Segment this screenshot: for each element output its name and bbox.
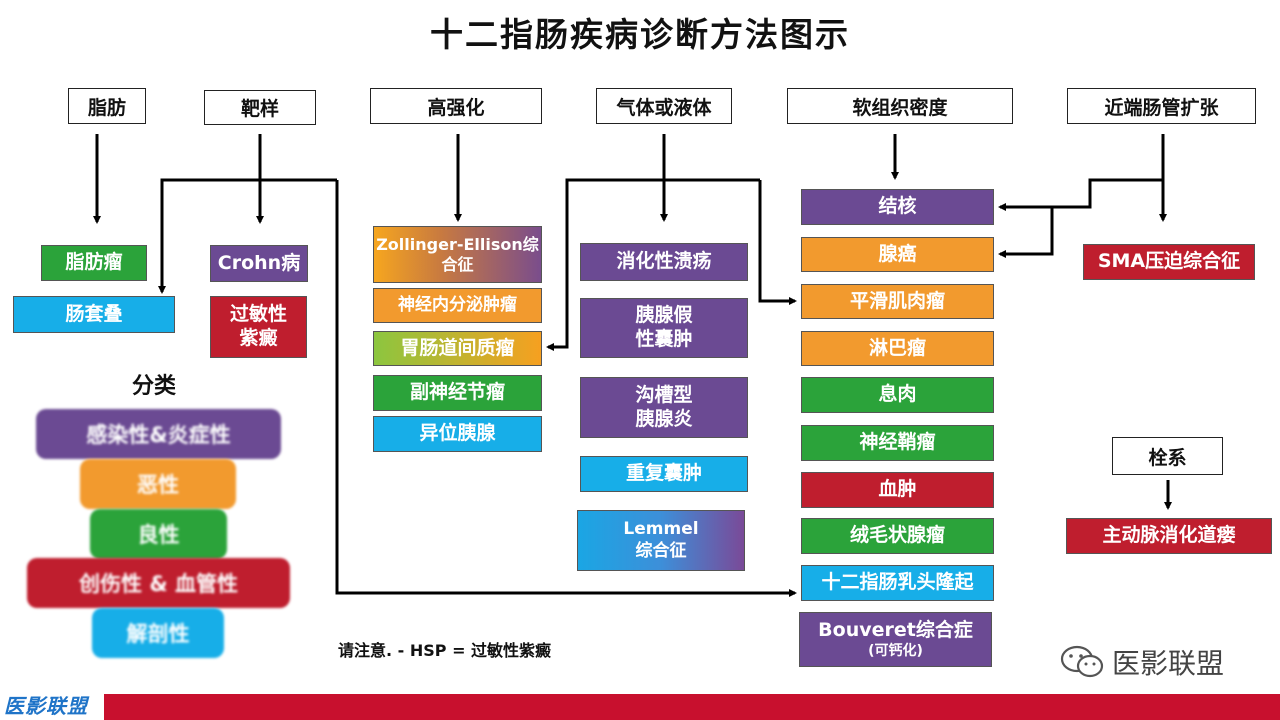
box-groove-line2: 胰腺炎	[635, 407, 693, 430]
box-aortoenteric-fistula: 主动脉消化道瘘	[1066, 518, 1272, 554]
box-tuberculosis: 结核	[801, 189, 994, 225]
arrow-gas-gist	[546, 178, 760, 351]
box-ze-line2: 合征	[441, 254, 474, 274]
page-title: 十二指肠疾病诊断方法图示	[430, 15, 850, 54]
box-hsp: 过敏性 紫癜	[210, 296, 307, 358]
box-groove-pancreatitis: 沟槽型 胰腺炎	[580, 377, 748, 438]
box-lipoma: 脂肪瘤	[41, 245, 147, 281]
header-soft-tissue: 软组织密度	[787, 88, 1013, 124]
box-intussusception: 肠套叠	[13, 296, 175, 333]
box-bouveret-line2: (可钙化)	[868, 642, 923, 659]
legend-benign: 良性	[90, 509, 227, 559]
legend-infectious: 感染性&炎症性	[36, 409, 281, 459]
header-gas-fluid: 气体或液体	[596, 88, 732, 124]
box-bouveret-line1: Bouveret综合症	[818, 618, 973, 641]
box-neuroendocrine: 神经内分泌肿瘤	[373, 288, 542, 323]
legend-title: 分类	[132, 374, 177, 399]
header-proximal-dilation: 近端肠管扩张	[1067, 88, 1256, 124]
legend-anatomic: 解剖性	[92, 608, 224, 658]
box-hsp-line1: 过敏性	[229, 303, 287, 326]
brand-logo: 医影联盟	[4, 694, 88, 718]
box-leiomyosarcoma: 平滑肌肉瘤	[801, 284, 994, 319]
box-lymphoma: 淋巴瘤	[801, 331, 994, 366]
box-lemmel-line2: 综合征	[635, 540, 687, 561]
arrow-target-papilla	[335, 180, 797, 597]
box-polyp: 息肉	[801, 377, 994, 413]
box-sma-syndrome: SMA压迫综合征	[1083, 244, 1255, 280]
box-crohn: Crohn病	[210, 245, 308, 282]
watermark: 医影联盟	[1060, 642, 1224, 682]
arrow-proximal-adeno	[998, 205, 1090, 258]
box-pseudocyst-line2: 性囊肿	[635, 328, 693, 350]
box-hsp-line2: 紫癜	[239, 327, 278, 349]
box-bouveret: Bouveret综合症 (可钙化)	[799, 612, 992, 667]
box-pseudocyst-line1: 胰腺假	[635, 304, 693, 327]
bottom-bar	[104, 694, 1280, 720]
arrow-target-intussusception	[158, 178, 337, 294]
box-hematoma: 血肿	[801, 472, 994, 508]
box-pseudocyst: 胰腺假 性囊肿	[580, 298, 748, 358]
box-schwannoma: 神经鞘瘤	[801, 425, 994, 461]
box-gist: 胃肠道间质瘤	[373, 331, 542, 366]
box-ectopic-pancreas: 异位胰腺	[373, 416, 542, 452]
header-fat: 脂肪	[68, 88, 146, 124]
box-zollinger-ellison: Zollinger-Ellison综 合征	[373, 226, 542, 283]
box-groove-line1: 沟槽型	[635, 383, 693, 406]
box-ze-line1: Zollinger-Ellison综	[376, 234, 539, 254]
watermark-text: 医影联盟	[1112, 647, 1225, 680]
arrow-gas-leiomyosarcoma	[758, 180, 797, 305]
footnote: 请注意. - HSP = 过敏性紫癜	[338, 641, 552, 660]
box-villous-adenoma: 绒毛状腺瘤	[801, 518, 994, 554]
box-paraganglioma: 副神经节瘤	[373, 375, 542, 411]
box-lemmel: Lemmel 综合征	[577, 510, 745, 571]
box-lemmel-line1: Lemmel	[623, 519, 699, 540]
header-target: 靶样	[204, 90, 316, 125]
box-duplication-cyst: 重复囊肿	[580, 456, 748, 492]
wechat-icon	[1060, 645, 1104, 678]
header-mesentery: 栓系	[1112, 437, 1223, 475]
legend-malignant: 恶性	[80, 459, 236, 509]
box-peptic-ulcer: 消化性溃疡	[580, 243, 748, 281]
arrow-proximal-tb	[998, 178, 1163, 211]
box-adenocarcinoma: 腺癌	[801, 237, 994, 272]
legend-traumatic-vascular: 创伤性 & 血管性	[27, 558, 290, 608]
header-enhance: 高强化	[370, 88, 542, 124]
box-papilla-bulge: 十二指肠乳头隆起	[801, 565, 994, 601]
